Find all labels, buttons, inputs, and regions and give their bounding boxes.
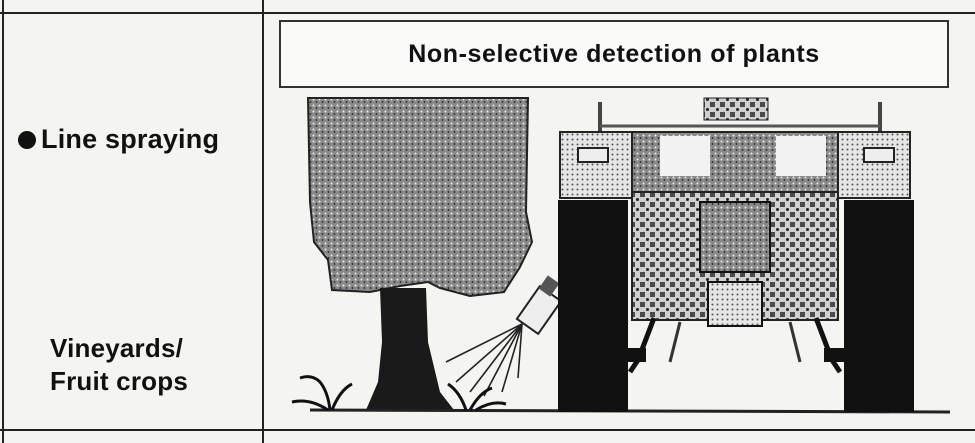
table-left-border [2, 0, 4, 443]
ground-line [309, 408, 951, 414]
sprayer-drawing [291, 97, 951, 414]
tree-canopy [306, 97, 534, 298]
tree-trunk [366, 288, 454, 410]
banner-text: Non-selective detection of plants [408, 39, 820, 68]
method-label-text: Line spraying [41, 124, 220, 154]
table-top-border [0, 12, 975, 14]
crop-label-line1: Vineyards/ [50, 333, 184, 363]
column-divider [262, 0, 264, 443]
crop-label: Vineyards/ Fruit crops [50, 332, 188, 398]
table-bottom-border [0, 429, 975, 431]
sprayer-illustration [270, 92, 975, 430]
crop-label-line2: Fruit crops [50, 366, 188, 396]
tractor [558, 97, 914, 412]
weed-right [447, 382, 507, 412]
method-label: Line spraying [18, 124, 219, 155]
spray-nozzle [515, 275, 563, 336]
spray-cone [445, 323, 523, 397]
detection-banner: Non-selective detection of plants [279, 20, 949, 88]
row-label-cell: Line spraying Vineyards/ Fruit crops [0, 14, 262, 430]
weed-left [291, 375, 353, 412]
bullet-icon [18, 130, 36, 149]
